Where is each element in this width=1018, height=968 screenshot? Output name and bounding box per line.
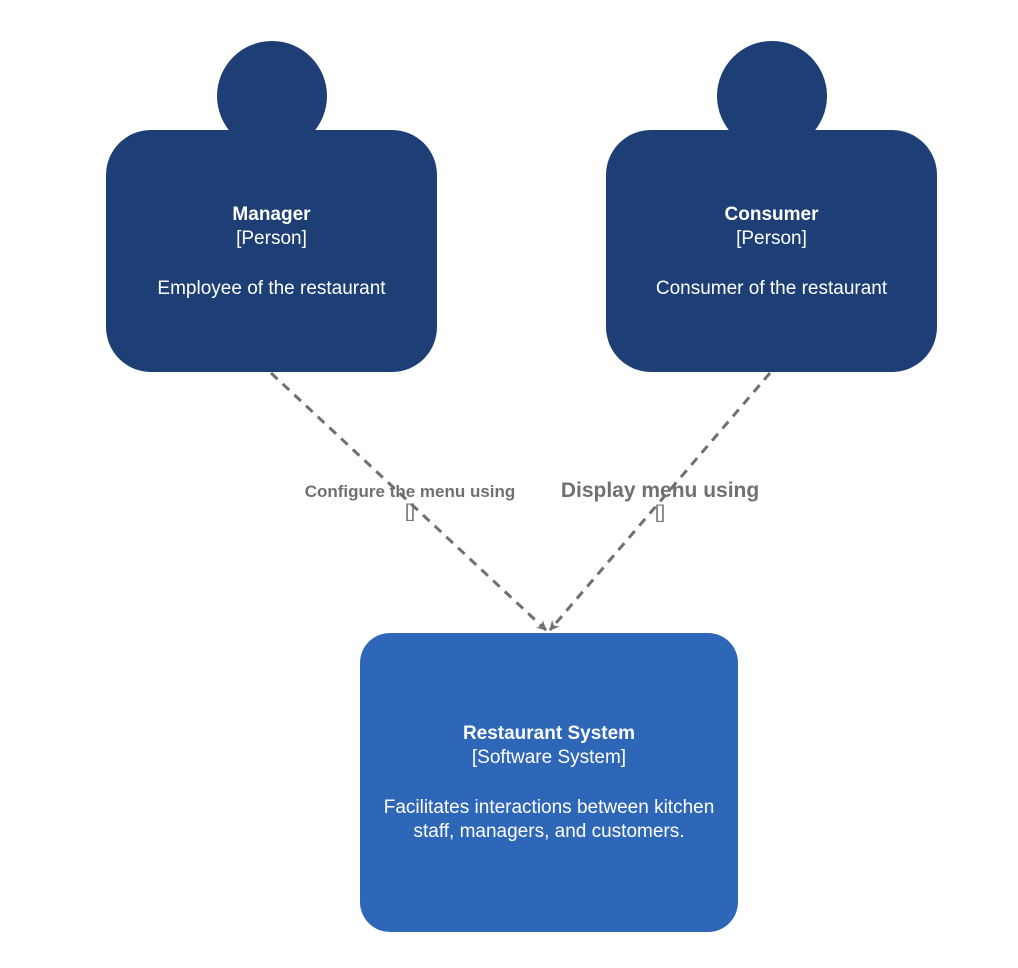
- manager-name: Manager: [232, 204, 311, 225]
- manager-person[interactable]: Manager [Person] Employee of the restaur…: [106, 130, 437, 372]
- system-name: Restaurant System: [462, 723, 636, 744]
- manager-description: Employee of the restaurant: [157, 278, 386, 299]
- consumer-relationship-technology: []: [654, 502, 665, 522]
- system-description: Facilitates interactions between kitchen…: [383, 797, 715, 842]
- manager-kind: [Person]: [236, 228, 307, 249]
- consumer-to-system-arrow: [548, 372, 772, 631]
- manager-relationship-label: Configure the menu using []: [294, 482, 526, 520]
- consumer-person[interactable]: Consumer [Person] Consumer of the restau…: [606, 130, 937, 372]
- consumer-name: Consumer: [724, 204, 819, 225]
- consumer-description: Consumer of the restaurant: [655, 278, 888, 299]
- consumer-relationship-text: Display menu using: [560, 479, 760, 502]
- consumer-relationship-label: Display menu using []: [552, 479, 768, 521]
- manager-relationship-technology: []: [404, 501, 415, 521]
- restaurant-system[interactable]: Restaurant System [Software System] Faci…: [360, 633, 738, 932]
- manager-relationship-text: Configure the menu using: [304, 482, 516, 501]
- system-kind: [Software System]: [471, 747, 627, 768]
- consumer-kind: [Person]: [736, 228, 807, 249]
